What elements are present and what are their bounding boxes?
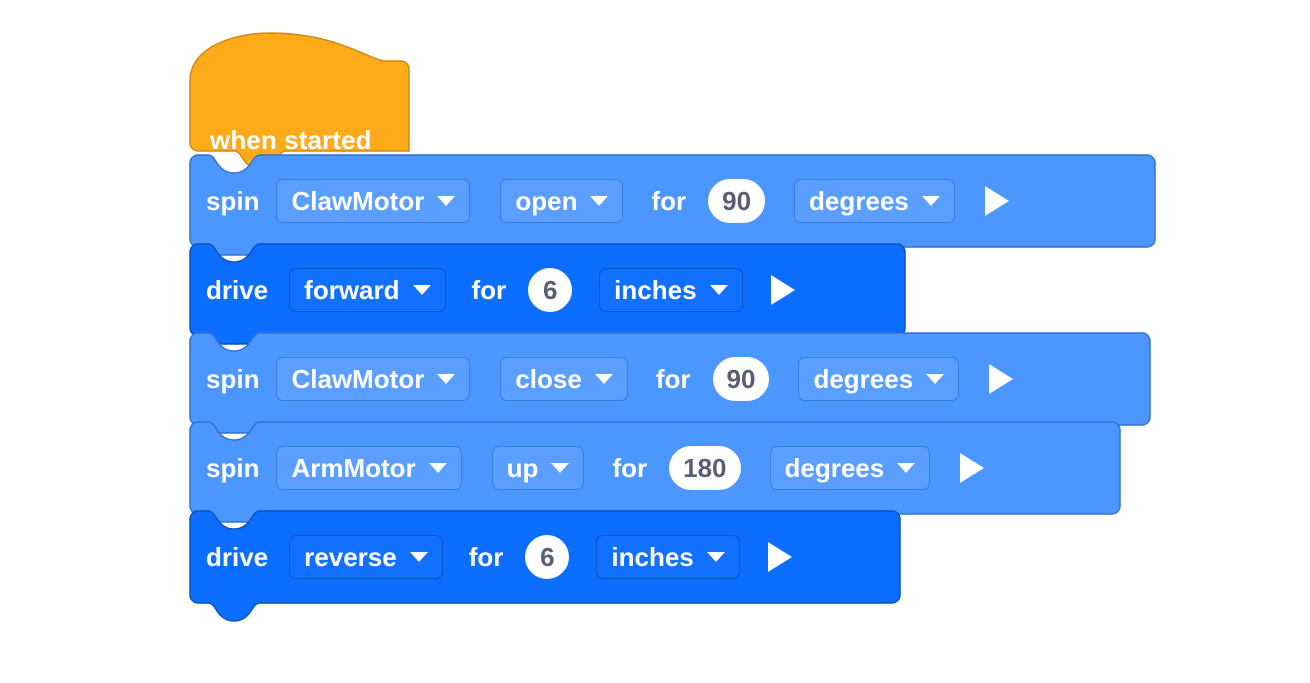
- units-dropdown-4[interactable]: degrees: [769, 446, 931, 490]
- chevron-down-icon: [412, 285, 431, 295]
- drive-direction-dropdown-label-2: reverse: [304, 542, 397, 572]
- play-icon[interactable]: [984, 186, 1009, 216]
- amount-value-2: 6: [542, 275, 558, 305]
- play-icon[interactable]: [770, 275, 795, 305]
- drive-direction-dropdown-2[interactable]: reverse: [289, 535, 443, 579]
- chevron-down-icon: [428, 463, 447, 473]
- chevron-down-icon: [590, 196, 609, 206]
- direction-dropdown-1[interactable]: open: [500, 179, 624, 223]
- direction-dropdown-label-3: up: [506, 453, 539, 483]
- units-dropdown-3[interactable]: degrees: [798, 357, 960, 401]
- play-icon[interactable]: [960, 453, 985, 483]
- for-label-1: for: [651, 186, 687, 216]
- chevron-down-icon: [551, 463, 570, 473]
- drive-block-2[interactable]: drive reverse for 6 inches: [189, 510, 901, 622]
- units-dropdown-2[interactable]: inches: [599, 268, 743, 312]
- amount-input-4[interactable]: 180: [668, 445, 742, 491]
- amount-value-4: 180: [683, 453, 727, 483]
- chevron-down-icon: [437, 196, 456, 206]
- amount-value-3: 90: [726, 364, 756, 394]
- spin-verb-label-2: spin: [206, 364, 260, 394]
- motor-dropdown-1[interactable]: ClawMotor: [276, 179, 471, 223]
- chevron-down-icon: [437, 374, 456, 384]
- amount-value-1: 90: [722, 186, 752, 216]
- amount-input-1[interactable]: 90: [707, 178, 767, 224]
- direction-dropdown-label-2: close: [515, 364, 582, 394]
- units-dropdown-5[interactable]: inches: [596, 535, 740, 579]
- units-dropdown-label-5: inches: [611, 542, 694, 572]
- chevron-down-icon: [594, 374, 613, 384]
- spin-block-2[interactable]: spin ClawMotor close for 90 degrees: [189, 332, 1151, 434]
- script-stack[interactable]: when started spin ClawMotor open for 90: [189, 32, 1156, 622]
- chevron-down-icon: [921, 196, 940, 206]
- drive-direction-dropdown-label-1: forward: [304, 275, 400, 305]
- chevron-down-icon: [926, 374, 945, 384]
- amount-input-5[interactable]: 6: [524, 534, 571, 580]
- for-label-5: for: [468, 542, 504, 572]
- chevron-down-icon: [706, 552, 725, 562]
- play-icon[interactable]: [989, 364, 1014, 394]
- units-dropdown-label-2: inches: [614, 275, 697, 305]
- drive-direction-dropdown-1[interactable]: forward: [289, 268, 446, 312]
- hat-block-label: when started: [210, 125, 372, 155]
- motor-dropdown-3[interactable]: ArmMotor: [276, 446, 462, 490]
- direction-dropdown-label-1: open: [515, 186, 578, 216]
- units-dropdown-label-4: degrees: [784, 453, 885, 483]
- units-dropdown-1[interactable]: degrees: [794, 179, 955, 223]
- spin-verb-label-1: spin: [206, 186, 260, 216]
- motor-dropdown-2[interactable]: ClawMotor: [276, 357, 471, 401]
- drive-verb-label-1: drive: [206, 275, 269, 305]
- motor-dropdown-label-3: ArmMotor: [291, 453, 416, 483]
- direction-dropdown-2[interactable]: close: [500, 357, 628, 401]
- units-dropdown-label-1: degrees: [809, 186, 909, 216]
- when-started-hat-block[interactable]: when started: [189, 32, 412, 170]
- chevron-down-icon: [709, 285, 728, 295]
- units-dropdown-label-3: degrees: [813, 364, 914, 394]
- spin-block-1[interactable]: spin ClawMotor open for 90 degrees: [189, 154, 1156, 256]
- amount-input-2[interactable]: 6: [527, 267, 574, 313]
- drive-verb-label-2: drive: [206, 542, 269, 572]
- for-label-3: for: [655, 364, 691, 394]
- motor-dropdown-label-2: ClawMotor: [291, 364, 425, 394]
- play-icon[interactable]: [767, 542, 792, 572]
- direction-dropdown-3[interactable]: up: [491, 446, 585, 490]
- amount-value-5: 6: [540, 542, 555, 572]
- for-label-2: for: [471, 275, 507, 305]
- chevron-down-icon: [409, 552, 428, 562]
- for-label-4: for: [612, 453, 648, 483]
- motor-dropdown-label-1: ClawMotor: [291, 186, 425, 216]
- chevron-down-icon: [897, 463, 916, 473]
- amount-input-3[interactable]: 90: [711, 356, 771, 402]
- spin-verb-label-3: spin: [206, 453, 260, 483]
- spin-block-3[interactable]: spin ArmMotor up for 180 degrees: [189, 421, 1121, 523]
- drive-block-1[interactable]: drive forward for 6 inches: [189, 243, 906, 345]
